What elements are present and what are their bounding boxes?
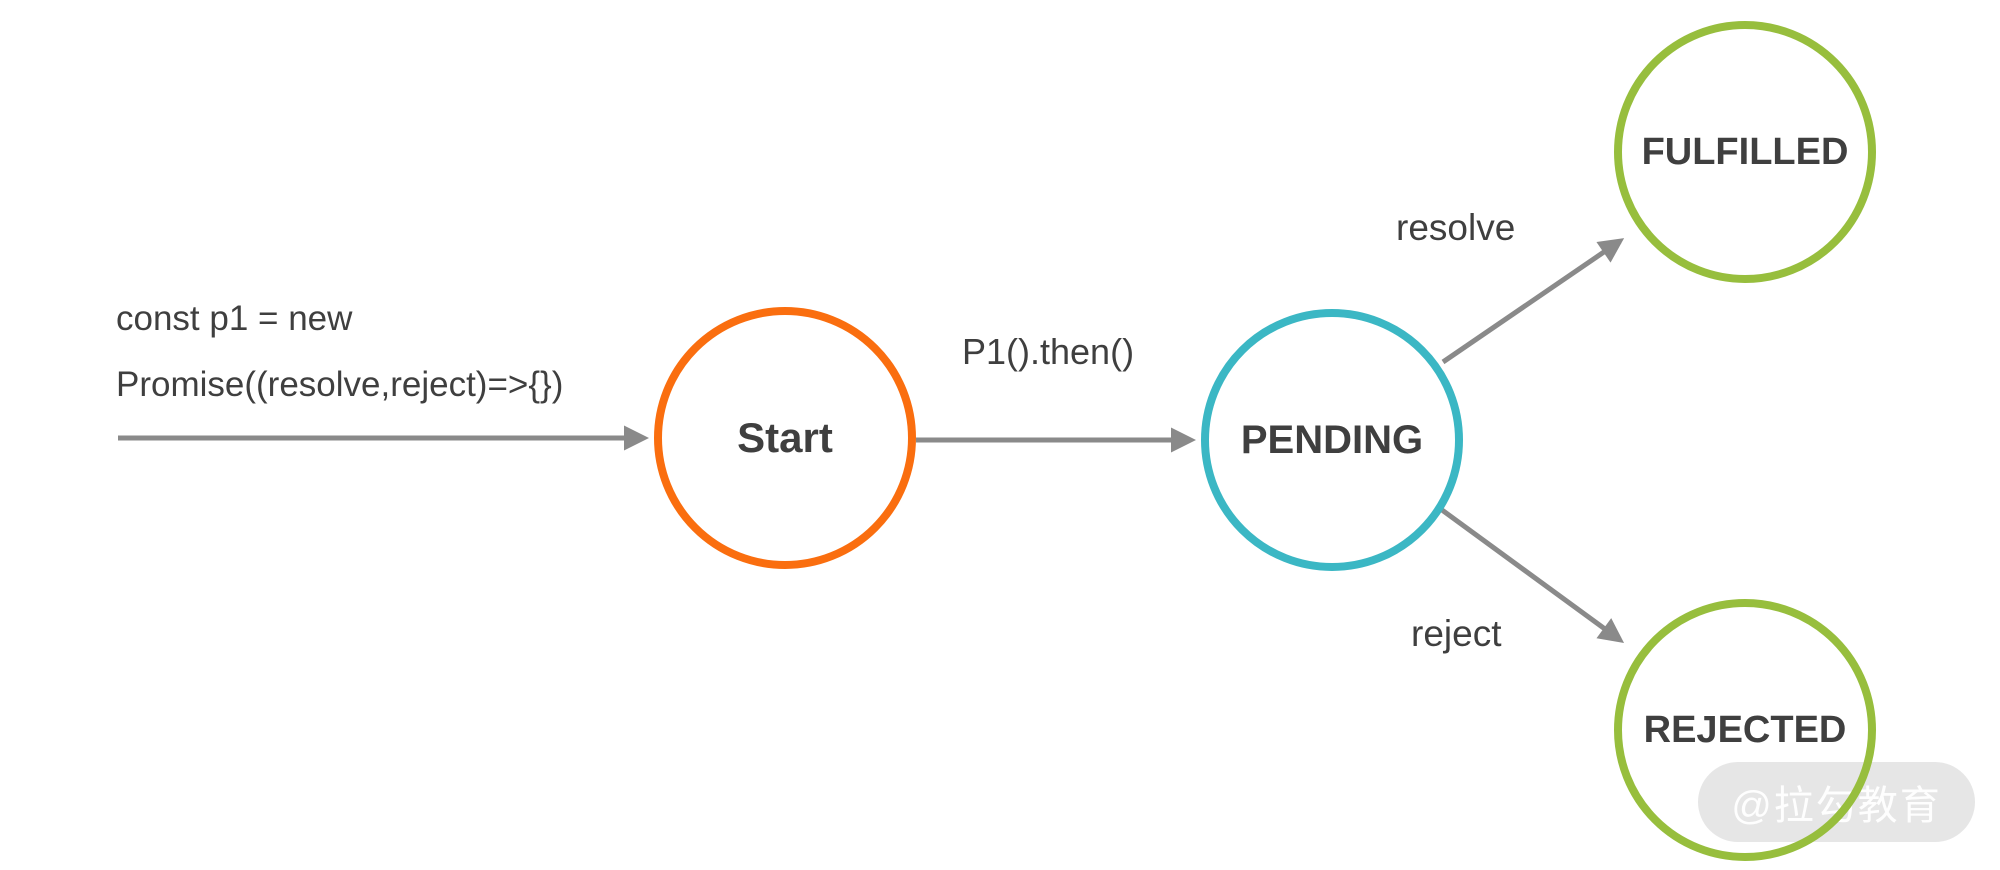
node-fulfilled-label: FULFILLED bbox=[1641, 130, 1849, 173]
edge-create-label: const p1 = new Promise((resolve,reject)=… bbox=[116, 286, 563, 418]
edge-then-label: P1().then() bbox=[962, 331, 1135, 372]
edge-resolve-arrow bbox=[1441, 238, 1625, 365]
edge-create-label-line2: Promise((resolve,reject)=>{}) bbox=[116, 365, 564, 404]
node-rejected: REJECTED bbox=[1614, 599, 1876, 861]
node-fulfilled: FULFILLED bbox=[1614, 21, 1876, 283]
node-rejected-label: REJECTED bbox=[1643, 708, 1847, 751]
node-start-label: Start bbox=[737, 414, 833, 461]
edge-resolve-label: resolve bbox=[1396, 207, 1516, 248]
node-pending-label: PENDING bbox=[1240, 417, 1424, 462]
edge-reject-label: reject bbox=[1411, 613, 1502, 654]
node-pending: PENDING bbox=[1201, 309, 1463, 571]
node-start: Start bbox=[654, 307, 916, 569]
edge-create-label-line1: const p1 = new bbox=[116, 299, 353, 338]
